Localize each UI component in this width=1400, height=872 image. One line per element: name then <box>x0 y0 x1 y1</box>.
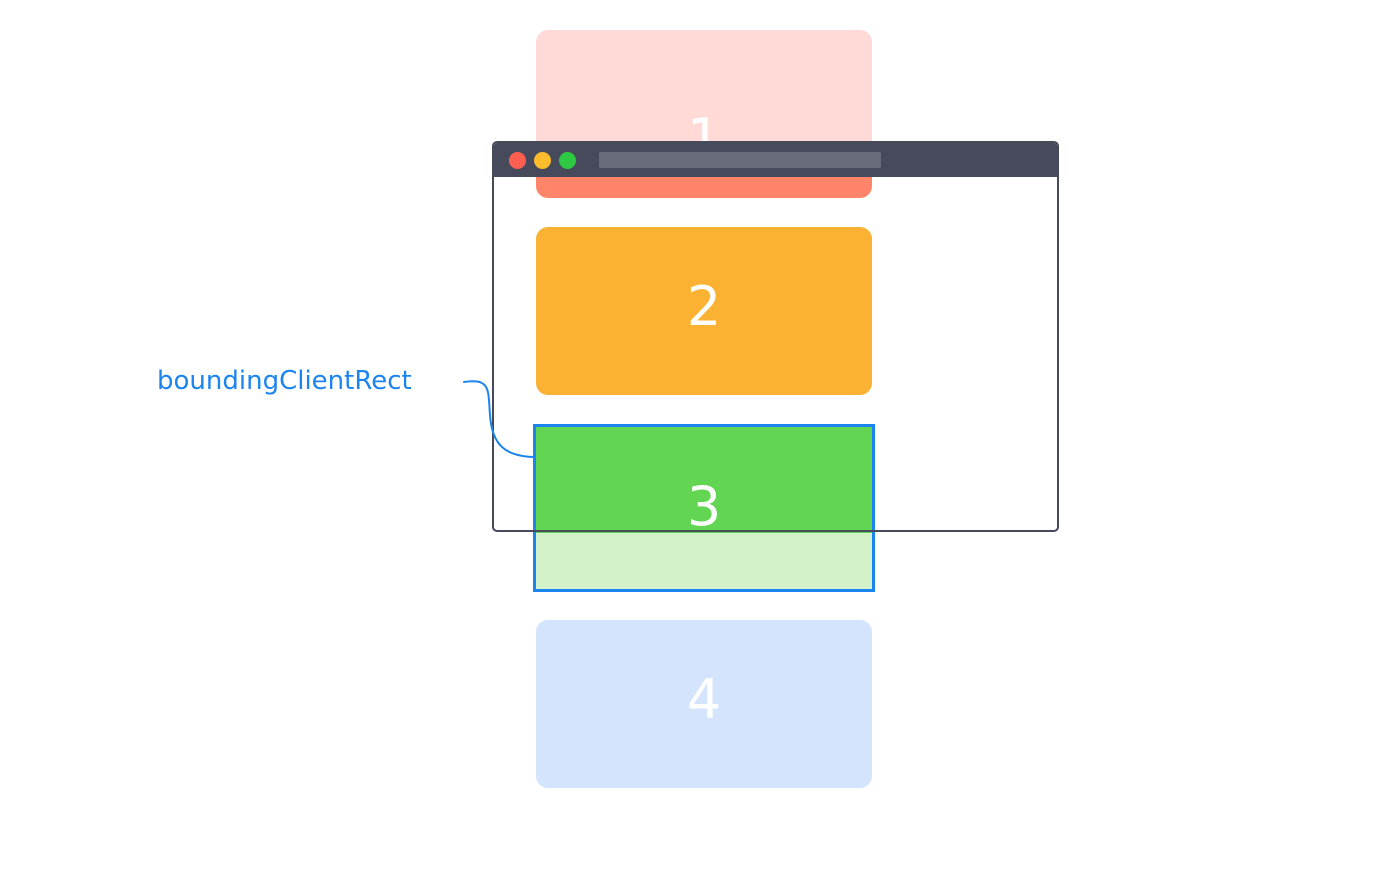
box-3-bounding-rect: 3 <box>533 424 875 592</box>
address-bar <box>599 152 881 168</box>
bounding-client-rect-label: boundingClientRect <box>157 366 412 396</box>
maximize-dot-icon <box>559 152 576 169</box>
close-dot-icon <box>509 152 526 169</box>
box-2: 2 <box>536 227 872 395</box>
box-3-number: 3 <box>686 475 722 538</box>
box-2-number: 2 <box>686 275 722 338</box>
browser-title-bar <box>494 143 1057 177</box>
label-connector-line <box>463 380 535 458</box>
box-4: 4 <box>536 620 872 788</box>
box-3-visible-part <box>536 427 872 533</box>
browser-window <box>492 141 1059 532</box>
box-4-number: 4 <box>686 668 722 731</box>
box-1-visible-part <box>536 177 872 198</box>
minimize-dot-icon <box>534 152 551 169</box>
